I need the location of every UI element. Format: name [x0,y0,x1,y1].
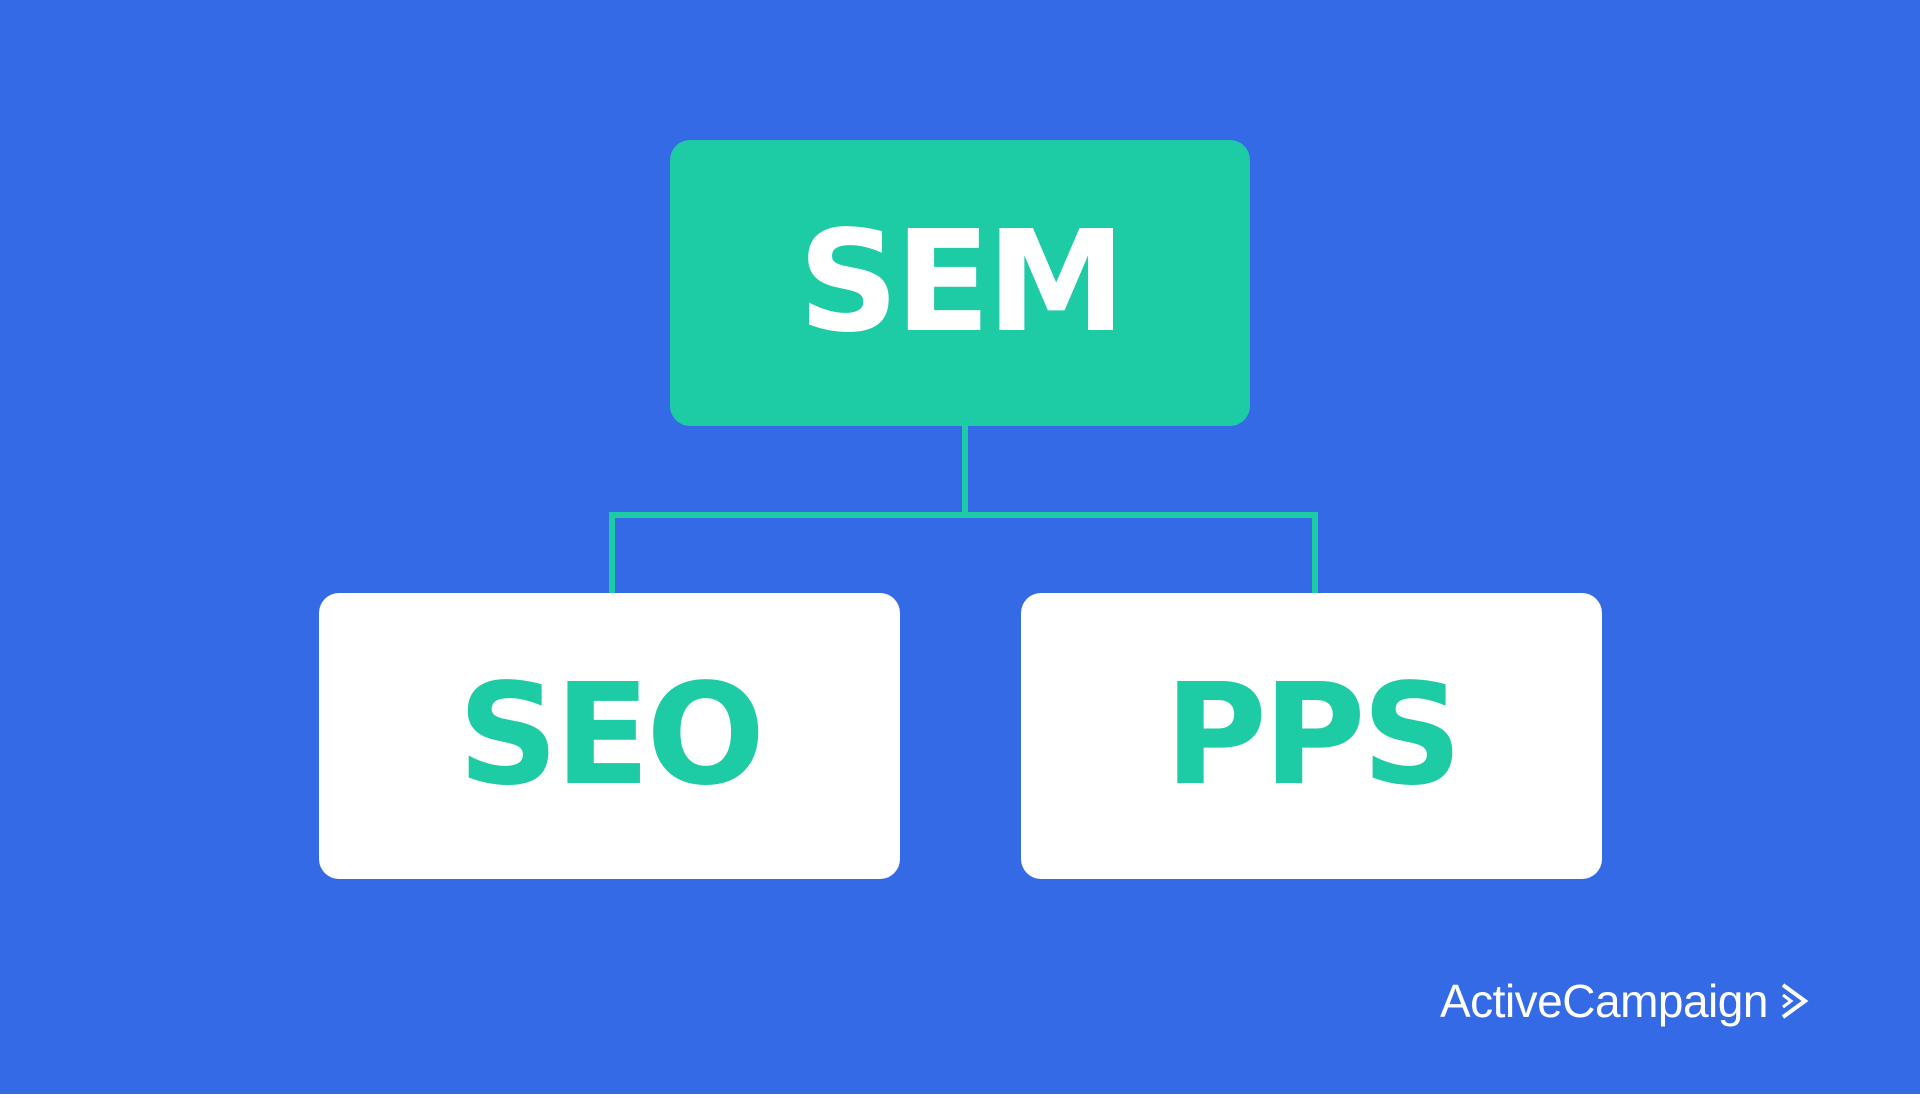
node-sem: SEM [670,140,1250,426]
node-seo: SEO [319,593,900,879]
logo-text: ActiveCampaign [1440,975,1768,1027]
activecampaign-logo: ActiveCampaign [1440,978,1810,1024]
bottom-border [0,1094,1920,1098]
chevron-right-icon [1781,983,1809,1019]
node-seo-label: SEO [457,654,765,817]
node-pps-label: PPS [1164,654,1462,817]
connector-root-to-children [609,423,1318,596]
node-sem-label: SEM [798,201,1126,364]
node-pps: PPS [1021,593,1602,879]
